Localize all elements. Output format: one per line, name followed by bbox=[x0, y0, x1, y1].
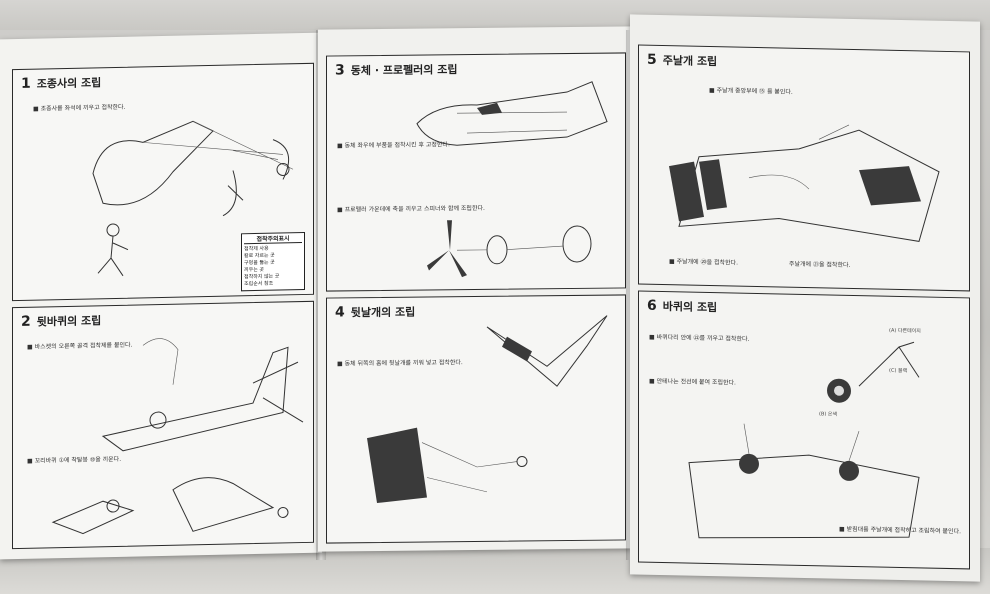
panel-3-number: 3 bbox=[335, 62, 345, 79]
panel-6-number: 6 bbox=[647, 297, 657, 314]
panel-2-title: 2 뒷바퀴의 조립 bbox=[21, 312, 101, 330]
part-callout: (B) 은색 bbox=[819, 411, 838, 418]
panel-5-note: ■ 주날개 중앙부에 ⑮ 를 붙인다. bbox=[709, 86, 793, 96]
panel-4-title: 4 뒷날개의 조립 bbox=[335, 304, 416, 321]
tail-wheel-drawing bbox=[101, 338, 304, 452]
panel-4-number: 4 bbox=[335, 304, 345, 321]
instruction-sheet-right: 5 주날개 조립 ■ 주날개 중앙부에 ⑮ 를 붙인다. ■ 주날개에 ⑳을 접착… bbox=[630, 14, 980, 582]
panel-5: 5 주날개 조립 ■ 주날개 중앙부에 ⑮ 를 붙인다. ■ 주날개에 ⑳을 접착… bbox=[638, 44, 970, 292]
panel-2-label: 뒷바퀴의 조립 bbox=[36, 314, 102, 329]
panel-3-note-2: ■ 프로펠러 가운데에 축을 끼우고 스피너와 함께 조립한다. bbox=[337, 204, 485, 214]
panel-3-title: 3 동체 · 프로펠러의 조립 bbox=[335, 61, 458, 78]
panel-1-label: 조종사의 조립 bbox=[36, 76, 102, 91]
panel-5-number: 5 bbox=[647, 51, 657, 68]
propeller-drawing bbox=[427, 220, 592, 278]
legend-row: 조립순서 참조 bbox=[244, 280, 274, 288]
panel-3-label: 동체 · 프로펠러의 조립 bbox=[350, 63, 458, 78]
pilot-figure-drawing bbox=[97, 223, 129, 277]
panel-4-note: ■ 동체 뒤쪽의 홈에 뒷날개를 끼워 넣고 접착한다. bbox=[337, 359, 463, 368]
main-wing-drawing bbox=[669, 124, 940, 242]
panel-5-label: 주날개 조립 bbox=[662, 54, 718, 69]
panel-5-note-3: 주날개에 ㉑을 접착한다. bbox=[789, 260, 851, 269]
panel-1-title: 1 조종사의 조립 bbox=[21, 74, 101, 92]
legend-row: 구멍을 뚫는 곳 bbox=[244, 259, 275, 267]
panel-6: 6 바퀴의 조립 ■ 바퀴다리 안에 ㉒를 끼우고 접착한다. ■ 안테나는 전선… bbox=[638, 290, 970, 570]
panel-6-note: ■ 바퀴다리 안에 ㉒를 끼우고 접착한다. bbox=[649, 333, 750, 343]
wheel-detail-drawing bbox=[51, 477, 289, 535]
panel-1-number: 1 bbox=[21, 75, 31, 92]
tail-assembly-drawing bbox=[367, 427, 528, 504]
panel-6-note-2: ■ 안테나는 전선에 붙여 조립한다. bbox=[649, 377, 736, 387]
panel-5-title: 5 주날개 조립 bbox=[647, 52, 717, 69]
panel-6-title: 6 바퀴의 조립 bbox=[647, 298, 717, 315]
part-callout: (C) 블랙 bbox=[889, 367, 908, 375]
panel-4-label: 뒷날개의 조립 bbox=[350, 305, 416, 320]
panel-4: 4 뒷날개의 조립 ■ 동체 뒤쪽의 홈에 뒷날개를 끼워 넣고 접착한다. bbox=[326, 294, 626, 544]
legend-row: 칼로 자르는 곳 bbox=[244, 252, 275, 260]
landing-gear-drawing bbox=[827, 341, 920, 403]
panel-2-note-2: ■ 꼬리바퀴 ①에 착탈봉 ⑩을 끼운다. bbox=[27, 455, 122, 465]
part-callout: (A) 다른테이지 bbox=[889, 327, 921, 335]
fuselage-drawing bbox=[416, 81, 608, 146]
panel-6-label: 바퀴의 조립 bbox=[662, 300, 718, 315]
panel-5-note-2: ■ 주날개에 ⑳을 접착한다. bbox=[669, 258, 738, 267]
adhesive-legend: 접착주의표시 접착제 사용 칼로 자르는 곳 구멍을 뚫는 곳 끼우는 곳 접착… bbox=[241, 231, 305, 292]
legend-row: 접착하지 않는 곳 bbox=[244, 273, 280, 281]
panel-2-number: 2 bbox=[21, 313, 31, 330]
legend-title: 접착주의표시 bbox=[244, 235, 302, 245]
wheel-install-drawing bbox=[688, 423, 920, 539]
legend-row: 끼우는 곳 bbox=[244, 266, 264, 274]
tail-plane-drawing bbox=[486, 315, 608, 387]
legend-row: 접착제 사용 bbox=[244, 245, 269, 253]
cockpit-drawing bbox=[92, 120, 294, 217]
